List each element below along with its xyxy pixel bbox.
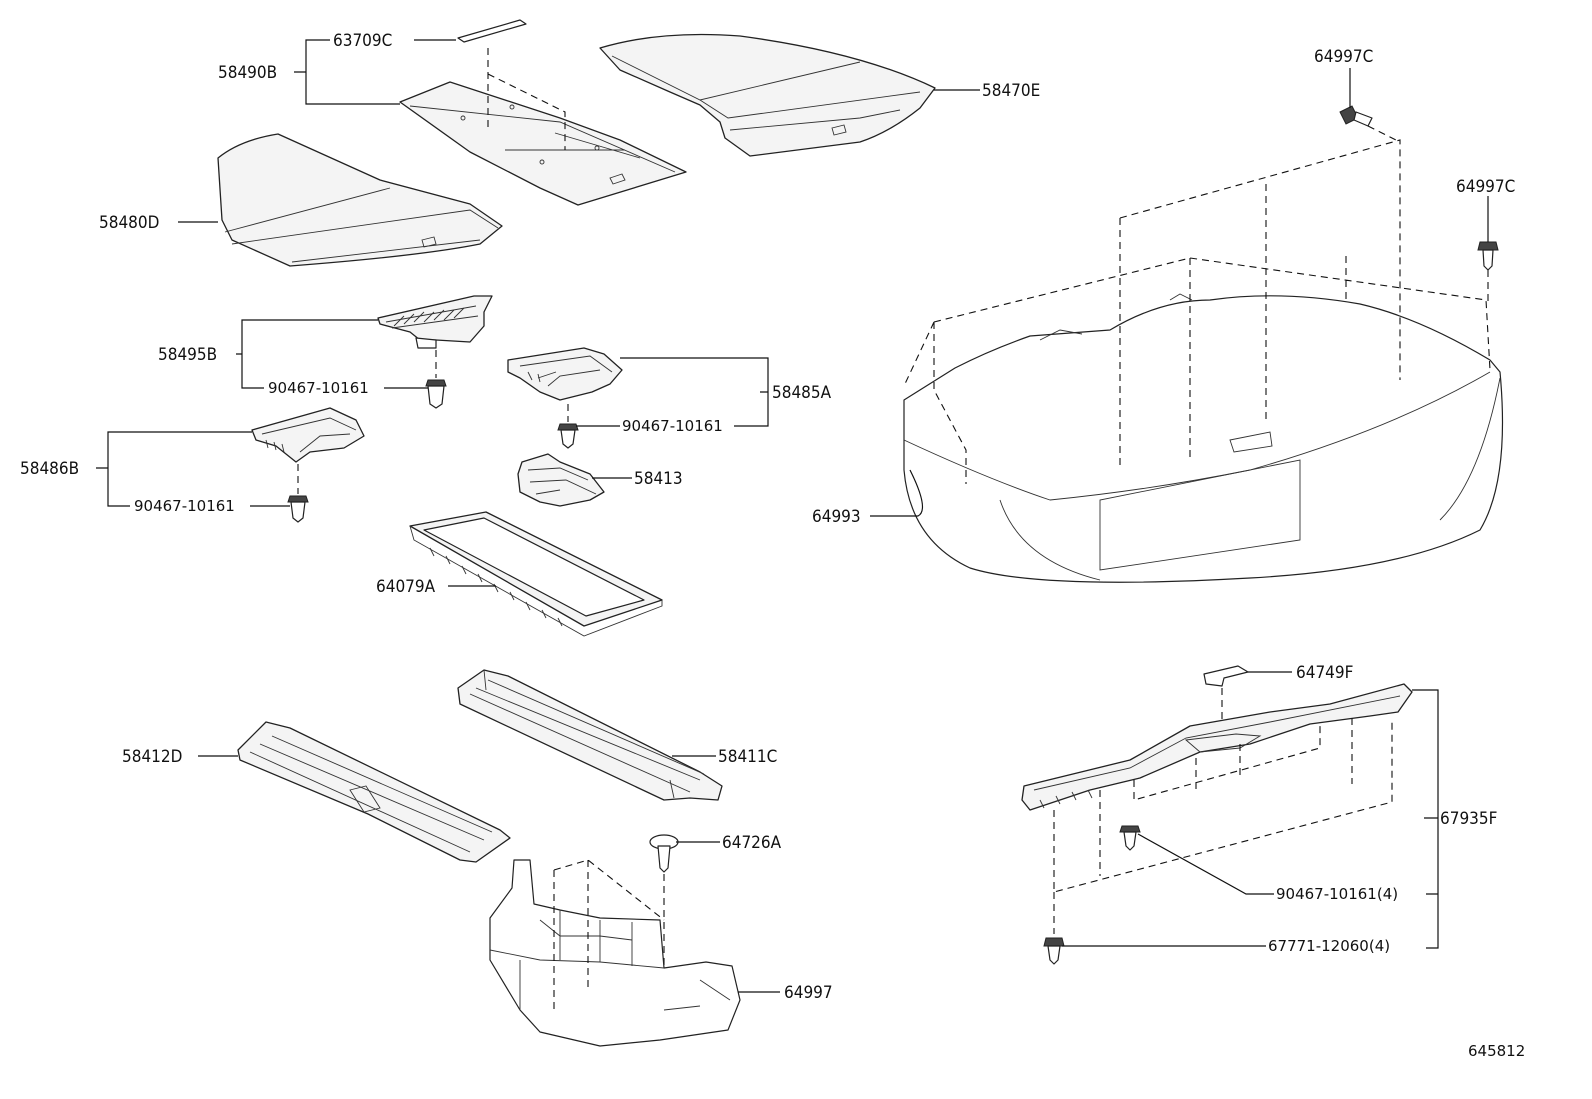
label-67935f: 67935F (1440, 809, 1497, 829)
part-64993-tub (903, 293, 1504, 583)
label-58411c: 58411C (718, 747, 777, 767)
part-58413-bracket (517, 453, 605, 507)
label-58490b: 58490B (218, 63, 277, 83)
part-58470e-deck-board (599, 33, 936, 157)
dash-64997c-top (1367, 125, 1401, 143)
screw-64726a (649, 834, 679, 873)
part-58480d-deck-board (217, 133, 503, 267)
clip-90467-c (287, 495, 309, 523)
label-64997: 64997 (784, 983, 833, 1003)
part-64749f-clip (1203, 665, 1249, 687)
part-64997-foam-block (489, 859, 741, 1047)
clip-67771-4 (1043, 937, 1065, 965)
screw-64997c-top (1339, 105, 1373, 127)
screw-64997c-right (1477, 241, 1499, 271)
part-58490b-floor-board (399, 81, 687, 206)
clip-90467-b (557, 423, 579, 449)
clip-90467-a (425, 379, 447, 409)
label-90467-a: 90467-10161 (268, 379, 369, 397)
dash-63709c-58490b (487, 48, 566, 150)
label-58480d: 58480D (99, 213, 159, 233)
label-64726a: 64726A (722, 833, 782, 853)
dash-64993-outline (903, 139, 1491, 484)
diagram-id: 645812 (1468, 1042, 1525, 1060)
part-63709c-strip (457, 19, 527, 43)
label-64997c-top: 64997C (1314, 47, 1373, 67)
part-58411c-rail (457, 669, 723, 801)
label-67771-12060-4: 67771-12060(4) (1268, 937, 1390, 955)
dash-64997-outline (553, 859, 665, 1010)
part-64079a-tray (409, 511, 663, 637)
label-90467-c: 90467-10161 (134, 497, 235, 515)
leader-lines (96, 39, 1489, 993)
label-58495b: 58495B (158, 345, 217, 365)
label-64993: 64993 (812, 507, 861, 527)
part-67935f-scuff-plate (1021, 683, 1413, 811)
label-63709c: 63709C (333, 31, 392, 51)
label-64997c-right: 64997C (1456, 177, 1515, 197)
label-64079a: 64079A (376, 577, 436, 597)
label-58486b: 58486B (20, 459, 79, 479)
part-58495b-trim (377, 295, 493, 349)
label-58412d: 58412D (122, 747, 182, 767)
label-58413: 58413 (634, 469, 683, 489)
label-58485a: 58485A (772, 383, 832, 403)
part-58486b-trim (251, 407, 365, 463)
part-58412d-rail (237, 721, 511, 863)
dash-67935f-frame (1053, 718, 1393, 893)
part-58485a-trim (507, 347, 623, 401)
label-58470e: 58470E (982, 81, 1040, 101)
label-90467-b: 90467-10161 (622, 417, 723, 435)
label-90467-10161-4: 90467-10161(4) (1276, 885, 1398, 903)
clip-90467-4 (1119, 825, 1141, 851)
label-64749f: 64749F (1296, 663, 1353, 683)
